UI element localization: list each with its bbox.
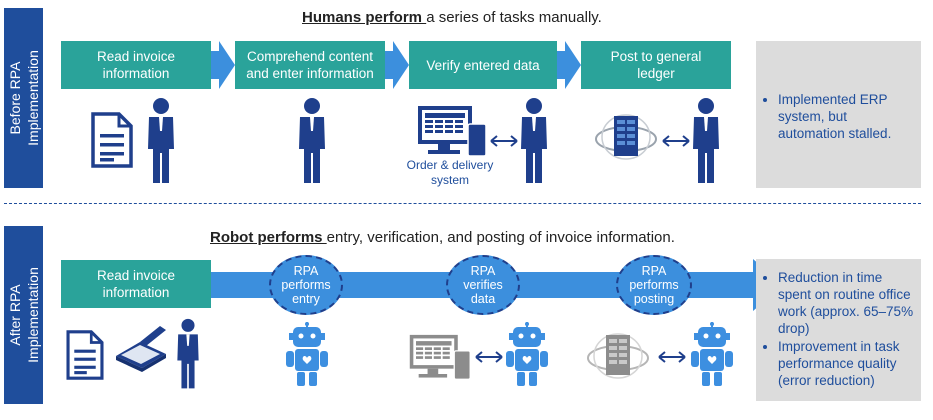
system-caption-line2: system — [430, 173, 469, 187]
step-read-invoice-line1: Read invoice — [96, 49, 176, 64]
step-read-invoice: Read invoice information — [61, 41, 211, 89]
step-read-invoice-line2: information — [102, 66, 170, 81]
person-icon — [177, 318, 199, 389]
after-step-line1: Read invoice — [96, 268, 176, 283]
rpa-verify-line1: RPA — [470, 264, 496, 278]
rpa-posting-oval: RPA performs posting — [616, 255, 692, 315]
rpa-verify-line2: verifies — [463, 278, 503, 292]
person-icon — [148, 98, 174, 183]
before-note-item: Implemented ERP system, but automation s… — [778, 91, 913, 142]
before-heading: Humans perform a series of tasks manuall… — [302, 9, 602, 26]
after-step-read-invoice: Read invoice information — [61, 260, 211, 308]
robot-icon — [691, 322, 733, 386]
after-side-label-line2: Implementation — [24, 267, 41, 363]
step-post-line2: ledger — [637, 66, 675, 81]
rpa-entry-line2: performs — [281, 278, 331, 292]
rpa-posting-line1: RPA — [641, 264, 667, 278]
step-verify-data: Verify entered data — [409, 41, 557, 89]
before-side-label-line2: Implementation — [24, 50, 41, 146]
rpa-entry-line1: RPA — [293, 264, 319, 278]
step-post-ledger: Post to general ledger — [581, 41, 731, 89]
after-note: Reduction in time spent on routine offic… — [756, 259, 921, 401]
arrow-right-icon — [557, 41, 581, 89]
step-comprehend-line2: and enter information — [246, 66, 374, 81]
server-globe-icon — [587, 333, 649, 379]
person-icon — [693, 98, 719, 183]
rpa-entry-oval: RPA performs entry — [269, 255, 343, 315]
step-verify-line1: Verify entered data — [426, 57, 540, 73]
after-note-item-1: Reduction in time spent on routine offic… — [778, 269, 915, 337]
rpa-verify-line3: data — [470, 292, 496, 306]
double-arrow-icon — [662, 135, 690, 147]
document-icon — [66, 330, 104, 380]
step-comprehend-line1: Comprehend content — [246, 49, 374, 64]
document-icon — [91, 112, 133, 168]
after-heading: Robot performs entry, verification, and … — [210, 229, 675, 246]
person-icon — [299, 98, 325, 183]
rpa-verify-oval: RPA verifies data — [446, 255, 520, 315]
rpa-posting-line2: performs — [629, 278, 679, 292]
arrow-right-icon — [385, 41, 409, 89]
step-post-line1: Post to general — [610, 49, 702, 64]
after-step-line2: information — [102, 285, 170, 300]
computer-icon — [409, 334, 471, 380]
system-caption: Order & delivery system — [385, 158, 515, 188]
before-heading-bold: Humans perform — [302, 9, 427, 26]
before-heading-rest: a series of tasks manually. — [426, 9, 602, 26]
rpa-entry-line3: entry — [292, 292, 320, 306]
after-heading-rest: entry, verification, and posting of invo… — [326, 229, 675, 246]
double-arrow-icon — [475, 351, 503, 363]
robot-icon — [506, 322, 548, 386]
after-heading-bold: Robot performs — [210, 229, 327, 246]
rpa-posting-line3: posting — [633, 292, 675, 306]
arrow-right-icon — [211, 41, 235, 89]
person-icon — [521, 98, 547, 183]
scanner-icon — [116, 326, 166, 372]
double-arrow-icon — [658, 351, 686, 363]
before-note: Implemented ERP system, but automation s… — [756, 41, 921, 188]
server-globe-icon — [595, 114, 657, 160]
double-arrow-icon — [490, 135, 518, 147]
after-note-item-2: Improvement in task performance quality … — [778, 338, 915, 389]
section-divider — [4, 203, 921, 204]
system-caption-line1: Order & delivery — [406, 158, 494, 172]
step-comprehend-enter: Comprehend content and enter information — [235, 41, 385, 89]
robot-icon — [286, 322, 328, 386]
after-side-label-line1: After RPA — [6, 284, 23, 346]
computer-icon — [418, 106, 487, 157]
before-side-label-line1: Before RPA — [6, 61, 23, 135]
